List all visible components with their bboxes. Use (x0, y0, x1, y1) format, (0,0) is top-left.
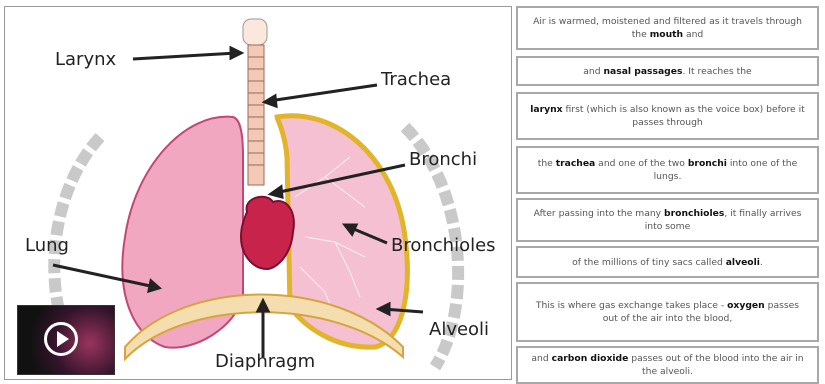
text-card[interactable]: of the millions of tiny sacs called alve… (516, 246, 819, 278)
trachea-shape (248, 45, 264, 185)
card-text: the trachea and one of the two bronchi i… (530, 157, 805, 183)
text-card[interactable]: After passing into the many bronchioles,… (516, 198, 819, 242)
respiratory-diagram: Larynx Trachea Bronchi Bronchioles Lung … (4, 6, 512, 380)
card-text-run: . It reaches the (682, 66, 751, 77)
card-keyword: bronchioles (664, 208, 724, 219)
card-text-run: passes out of the blood into the air in … (628, 353, 803, 377)
card-text-run: After passing into the many (534, 208, 664, 219)
card-keyword: mouth (650, 29, 683, 40)
card-text: and nasal passages. It reaches the (583, 65, 751, 78)
video-thumbnail[interactable] (17, 305, 115, 375)
card-text-run: and (531, 353, 551, 364)
larynx-shape (243, 19, 267, 45)
card-text-run: This is where gas exchange takes place - (536, 300, 727, 311)
card-keyword: alveoli (726, 257, 760, 268)
card-text-run: first (which is also known as the voice … (563, 104, 805, 128)
text-card[interactable]: and carbon dioxide passes out of the blo… (516, 346, 819, 384)
card-keyword: trachea (556, 158, 596, 169)
label-alveoli: Alveoli (429, 319, 489, 340)
card-text-run: the (538, 158, 556, 169)
card-text-run: of the millions of tiny sacs called (572, 257, 726, 268)
heart-shape (241, 197, 294, 269)
card-text: of the millions of tiny sacs called alve… (572, 256, 763, 269)
label-lung: Lung (25, 235, 69, 256)
card-text: Air is warmed, moistened and filtered as… (530, 15, 805, 41)
card-text: larynx first (which is also known as the… (530, 103, 805, 129)
card-text: This is where gas exchange takes place -… (530, 299, 805, 325)
card-text: After passing into the many bronchioles,… (530, 207, 805, 233)
card-keyword: nasal passages (604, 66, 683, 77)
play-icon[interactable] (44, 322, 78, 356)
label-bronchi: Bronchi (409, 149, 477, 170)
card-keyword: bronchi (688, 158, 727, 169)
card-text-run: and (683, 29, 703, 40)
card-keyword: oxygen (727, 300, 765, 311)
card-keyword: carbon dioxide (552, 353, 629, 364)
label-bronchioles: Bronchioles (391, 235, 496, 256)
text-card[interactable]: This is where gas exchange takes place -… (516, 282, 819, 342)
card-text: and carbon dioxide passes out of the blo… (530, 352, 805, 378)
label-trachea: Trachea (381, 69, 451, 90)
text-card[interactable]: the trachea and one of the two bronchi i… (516, 146, 819, 194)
text-cards-column: Air is warmed, moistened and filtered as… (516, 6, 821, 384)
label-diaphragm: Diaphragm (215, 351, 315, 372)
text-card[interactable]: and nasal passages. It reaches the (516, 56, 819, 86)
card-text-run: and (583, 66, 603, 77)
label-larynx: Larynx (55, 49, 116, 70)
text-card[interactable]: Air is warmed, moistened and filtered as… (516, 6, 819, 50)
card-text-run: . (760, 257, 763, 268)
text-card[interactable]: larynx first (which is also known as the… (516, 92, 819, 140)
card-text-run: and one of the two (595, 158, 688, 169)
card-keyword: larynx (530, 104, 562, 115)
